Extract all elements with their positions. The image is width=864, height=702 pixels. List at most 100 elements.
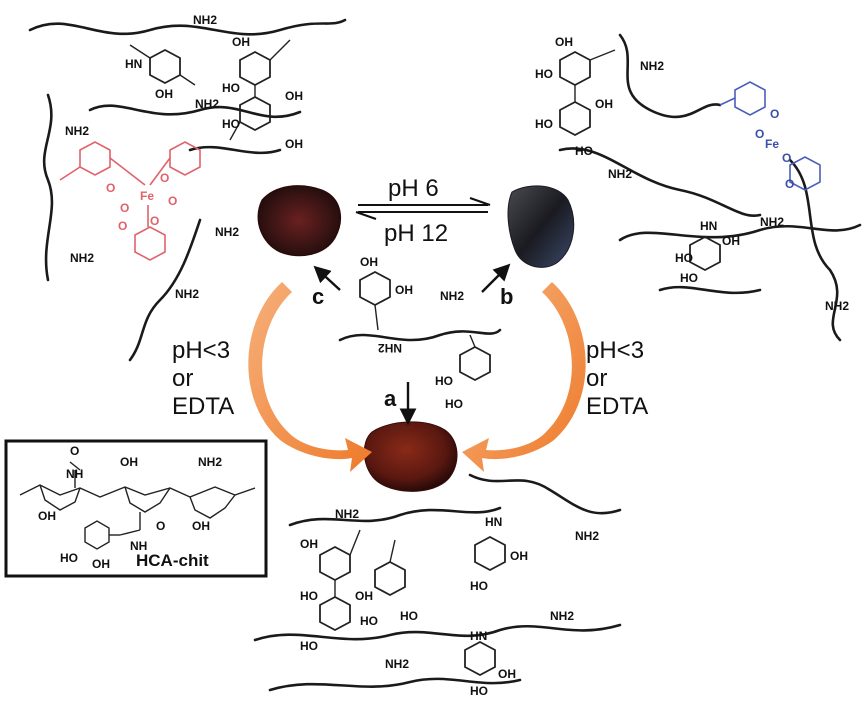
nh2-label: NH2: [760, 215, 784, 229]
inset-oh-label: OH: [192, 519, 210, 533]
oh-label: OH: [498, 667, 516, 681]
reverse-condition: pH 12: [384, 220, 448, 247]
oh-label: OH: [300, 537, 318, 551]
right-reagent-line1: pH<3: [586, 337, 644, 364]
oh-label: OH: [722, 234, 740, 248]
bottom-network: [253, 473, 622, 692]
hca-chit-inset-box: [4, 439, 268, 578]
o-label: O: [120, 201, 129, 215]
ho-label: HO: [535, 117, 553, 131]
ho-label: HO: [222, 117, 240, 131]
nh2-label: NH2: [70, 251, 94, 265]
oh-label: OH: [155, 87, 173, 101]
inset-ho-label: HO: [60, 551, 78, 565]
inset-oh-label: OH: [120, 455, 138, 469]
left-reagent-line2: or: [172, 365, 193, 392]
inset-nh-label: NH: [130, 539, 147, 553]
ho-label: HO: [535, 67, 553, 81]
ho-label: HO: [300, 589, 318, 603]
ho-label: HO: [445, 397, 463, 411]
label-a: a: [384, 386, 397, 411]
nh2-label: NH2: [550, 609, 574, 623]
nh2-label: NH2: [65, 124, 89, 138]
ho-label: HO: [360, 614, 378, 628]
top-right-network: [558, 33, 862, 342]
oh-label: OH: [555, 35, 573, 49]
ho-label: HO: [680, 271, 698, 285]
o-label: O: [106, 181, 115, 195]
hn-label: HN: [485, 515, 502, 529]
label-b: b: [500, 284, 513, 309]
arrow-to-c: [313, 265, 341, 291]
nh2-label: NH2: [175, 287, 199, 301]
orange-arrow-left: [248, 282, 372, 472]
hn-label: HN: [700, 219, 717, 233]
o-label: O: [770, 107, 779, 121]
ho-label: HO: [400, 609, 418, 623]
oh-label: OH: [510, 549, 528, 563]
gel-c-image: [257, 185, 342, 257]
hn-label: HN: [470, 629, 487, 643]
oh-label: OH: [395, 283, 413, 297]
gel-b-image: [507, 185, 575, 268]
ho-label: HO: [222, 81, 240, 95]
hca-chit-structure: [19, 461, 256, 550]
nh2-label: NH2: [215, 225, 239, 239]
inset-oh-label: OH: [92, 557, 110, 571]
inset-nh-label: NH: [66, 467, 83, 481]
label-c: c: [312, 284, 324, 309]
oh-label: OH: [355, 589, 373, 603]
ho-label: HO: [470, 684, 488, 698]
oh-label: OH: [285, 137, 303, 151]
ho-label: HO: [300, 639, 318, 653]
forward-condition: pH 6: [388, 175, 439, 202]
o-label: O: [168, 194, 177, 208]
nh2-label: NH2: [385, 657, 409, 671]
fe-label: Fe: [765, 137, 779, 151]
inset-o-label: O: [156, 519, 165, 533]
oh-label: OH: [232, 35, 250, 49]
inset-oh-label: OH: [38, 509, 56, 523]
forward-arrowhead: [469, 197, 491, 206]
orange-arrow-right: [462, 282, 586, 472]
nh2-label: NH2: [825, 299, 849, 313]
center-chitosan-chain: [338, 270, 502, 382]
ho-label: HO: [575, 144, 593, 158]
left-reagent-line1: pH<3: [172, 337, 230, 364]
inset-caption: HCA-chit: [136, 551, 209, 570]
nh2-label: NH2: [575, 529, 599, 543]
top-left-network: [28, 18, 347, 155]
ho-label: HO: [675, 251, 693, 265]
left-fe-complex: [42, 93, 202, 362]
hn-label: HN: [125, 57, 142, 71]
inset-o-label: O: [70, 444, 79, 458]
right-reagent-line2: or: [586, 365, 607, 392]
ho-label: HO: [435, 374, 453, 388]
fe-label: Fe: [140, 189, 154, 203]
o-label: O: [782, 151, 791, 165]
nh2-label: NH2: [195, 97, 219, 111]
nh2-label: NH2: [608, 167, 632, 181]
reverse-arrowhead: [355, 211, 377, 220]
oh-label: OH: [285, 89, 303, 103]
nh2-label: NH2: [335, 507, 359, 521]
left-reagent-line3: EDTA: [172, 393, 234, 420]
ho-label: HO: [470, 579, 488, 593]
o-label: O: [150, 214, 159, 228]
o-label: O: [160, 171, 169, 185]
arrow-to-b: [481, 263, 511, 293]
oh-label: OH: [595, 97, 613, 111]
nh2-label-inverted: NH2: [378, 341, 402, 355]
o-label: O: [785, 177, 794, 191]
o-label: O: [755, 127, 764, 141]
right-reagent-line3: EDTA: [586, 393, 648, 420]
oh-label: OH: [360, 255, 378, 269]
inset-nh2-label: NH2: [198, 455, 222, 469]
nh2-label: NH2: [640, 59, 664, 73]
nh2-label: NH2: [193, 13, 217, 27]
o-label: O: [118, 219, 127, 233]
gel-a-image: [363, 421, 458, 492]
nh2-label: NH2: [440, 289, 464, 303]
